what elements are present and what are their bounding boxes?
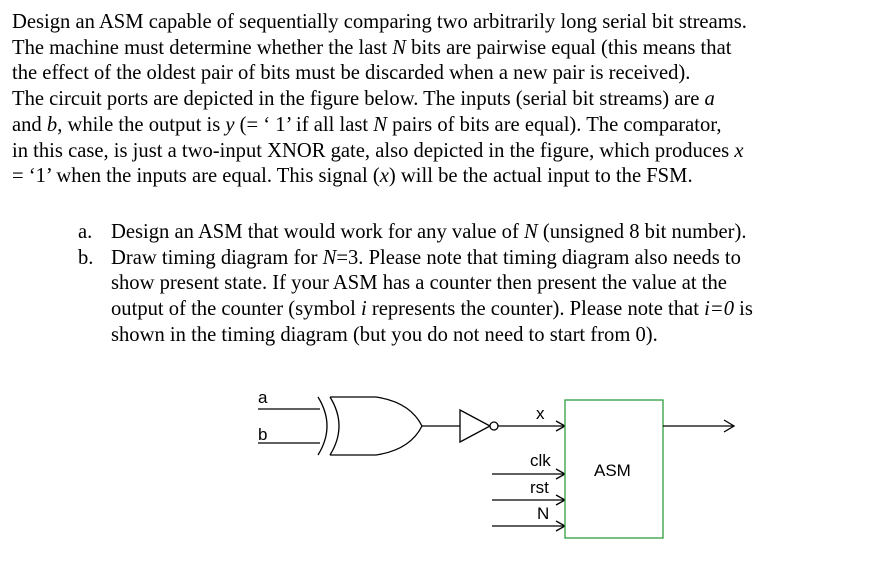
problem-line-5: and b, while the output is y (= ‘ 1’ if …	[12, 113, 722, 136]
clk-label: clk	[530, 451, 551, 470]
inverter-icon	[459, 408, 499, 444]
n-label: N	[537, 504, 549, 523]
problem-line-7: = ‘1’ when the inputs are equal. This si…	[12, 165, 693, 188]
problem-line-3: the effect of the oldest pair of bits mu…	[12, 62, 691, 85]
input-a-label: a	[258, 388, 268, 407]
task-a: a. Design an ASM that would work for any…	[78, 220, 878, 246]
signal-x-label: x	[536, 404, 545, 423]
task-a-marker: a.	[78, 221, 93, 243]
task-b: b. Draw timing diagram for N=3. Please n…	[78, 246, 878, 349]
input-b-label: b	[258, 425, 267, 444]
task-a-line-1: Design an ASM that would work for any va…	[111, 221, 747, 243]
task-b-line-1: Draw timing diagram for N=3. Please note…	[111, 246, 741, 269]
asm-block	[564, 399, 664, 539]
task-b-line-2: show present state. If your ASM has a co…	[111, 272, 727, 295]
problem-line-6: in this case, is just a two-input XNOR g…	[12, 139, 744, 162]
problem-line-2: The machine must determine whether the l…	[12, 36, 732, 59]
task-b-line-3: output of the counter (symbol i represen…	[111, 298, 753, 321]
task-list: a. Design an ASM that would work for any…	[78, 220, 878, 349]
task-b-marker: b.	[78, 246, 94, 269]
rst-label: rst	[530, 478, 549, 497]
problem-statement: Design an ASM capable of sequentially co…	[12, 10, 878, 190]
asm-label: ASM	[594, 461, 631, 480]
output-arrow-icon	[723, 419, 736, 433]
task-b-line-4: shown in the timing diagram (but you do …	[111, 323, 658, 346]
problem-line-1: Design an ASM capable of sequentially co…	[12, 11, 747, 33]
problem-line-4: The circuit ports are depicted in the fi…	[12, 88, 715, 111]
xnor-gate-icon	[317, 396, 423, 456]
